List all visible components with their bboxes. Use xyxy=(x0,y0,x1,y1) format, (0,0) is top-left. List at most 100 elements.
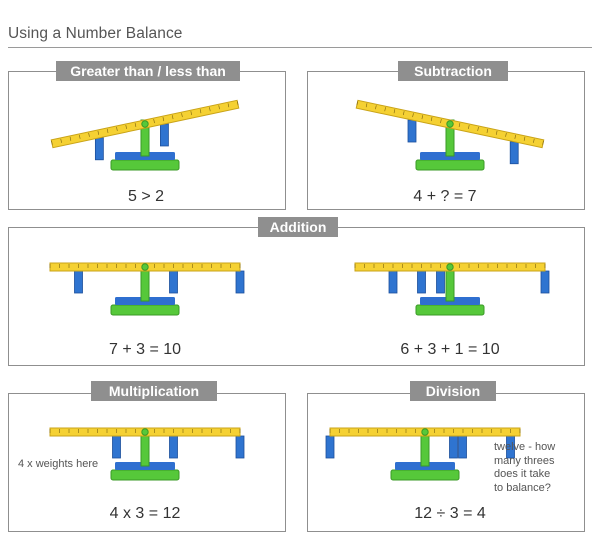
panel-label-division: Division xyxy=(410,381,496,401)
beam-tick xyxy=(69,136,72,141)
number-balance-icon xyxy=(49,427,245,481)
balance-pivot xyxy=(446,263,454,271)
beam-tick xyxy=(365,103,368,108)
weight-block xyxy=(325,435,335,459)
beam-tick xyxy=(79,134,81,139)
beam-tick xyxy=(412,113,414,118)
balance-beam-group xyxy=(50,99,240,161)
beam-tick xyxy=(533,138,535,143)
beam-tick xyxy=(116,126,118,131)
equation-greater-less: 5 > 2 xyxy=(127,188,165,205)
balance-base xyxy=(415,159,485,171)
title-divider xyxy=(8,47,592,48)
balance-base xyxy=(110,159,180,171)
equation-addition-right: 6 + 3 + 1 = 10 xyxy=(400,341,500,358)
number-balance-icon xyxy=(50,99,240,171)
weight-block xyxy=(160,123,169,147)
balance-beam-group xyxy=(49,427,245,459)
balance-pivot xyxy=(141,263,149,271)
beam-tick xyxy=(190,111,192,116)
weight-icon xyxy=(169,270,178,294)
beam-tick xyxy=(514,134,516,139)
panel-addition xyxy=(8,227,585,366)
beam-tick xyxy=(495,130,498,135)
beam-tick xyxy=(162,117,165,122)
weight-block xyxy=(169,435,178,459)
beam-tick xyxy=(97,130,100,135)
division-note: twelve - how many threes does it take to… xyxy=(494,441,555,495)
beam-tick xyxy=(237,101,239,106)
beam-tick xyxy=(523,136,526,141)
weight-block xyxy=(458,435,467,459)
weight-icon xyxy=(74,270,83,294)
weight-icon xyxy=(160,123,169,147)
weight-block xyxy=(235,270,245,294)
weight-icon xyxy=(449,435,458,459)
weight-block xyxy=(509,141,519,165)
weight-icon xyxy=(417,270,426,294)
beam-tick xyxy=(227,103,230,108)
weight-icon xyxy=(235,270,245,294)
balance-base xyxy=(415,304,485,316)
weight-icon xyxy=(509,141,519,165)
beam-tick xyxy=(134,122,137,128)
beam-tick xyxy=(375,105,377,110)
beam-tick xyxy=(199,109,202,114)
beam-tick xyxy=(153,119,155,124)
beam-tick xyxy=(60,138,62,143)
weight-icon xyxy=(235,435,245,459)
balance-base xyxy=(110,469,180,481)
weight-icon xyxy=(325,435,335,459)
balance-pivot xyxy=(446,120,454,128)
beam-tick xyxy=(468,124,470,129)
weight-block xyxy=(235,435,245,459)
number-balance-icon xyxy=(325,427,521,481)
equation-multiplication: 4 x 3 = 12 xyxy=(109,505,181,522)
balance-pivot xyxy=(141,428,149,436)
balance-beam-group xyxy=(49,262,245,294)
weight-block xyxy=(112,435,121,459)
balance-beam-group xyxy=(354,262,550,294)
balance-pivot xyxy=(421,428,429,436)
balance-base xyxy=(390,469,460,481)
beam-tick xyxy=(440,119,442,124)
beam-tick xyxy=(209,107,211,112)
beam-tick xyxy=(505,132,507,137)
panel-label-greater-less: Greater than / less than xyxy=(56,61,240,81)
balance-beam-group xyxy=(355,99,545,165)
weight-block xyxy=(169,270,178,294)
beam-tick xyxy=(542,140,544,145)
weight-block xyxy=(449,435,458,459)
beam-tick xyxy=(88,132,90,137)
division-note-line: twelve - how xyxy=(494,441,556,453)
beam-tick xyxy=(218,105,220,110)
beam-tick xyxy=(403,111,405,116)
weight-block xyxy=(436,270,445,294)
weight-block xyxy=(94,137,104,161)
beam-tick xyxy=(421,115,424,120)
balance-base xyxy=(110,304,180,316)
number-balance-icon xyxy=(49,262,245,316)
beam-tick xyxy=(125,124,127,129)
beam-tick xyxy=(393,109,396,114)
weight-icon xyxy=(94,137,104,161)
weight-block xyxy=(388,270,398,294)
number-balance-icon xyxy=(354,262,550,316)
weight-icon xyxy=(388,270,398,294)
number-balance-icon xyxy=(355,99,545,171)
beam-tick xyxy=(171,115,174,120)
panel-label-addition: Addition xyxy=(258,217,338,237)
beam-tick xyxy=(477,126,479,131)
weight-icon xyxy=(407,119,417,143)
weight-block xyxy=(407,119,417,143)
beam-tick xyxy=(181,113,183,118)
division-note-line: does it take xyxy=(494,468,551,480)
division-note-line: many threes xyxy=(494,454,555,467)
beam-tick xyxy=(106,128,109,133)
balance-beam-group xyxy=(325,427,521,459)
beam-tick xyxy=(430,117,433,122)
weight-block xyxy=(74,270,83,294)
weight-icon xyxy=(112,435,121,459)
weight-block xyxy=(417,270,426,294)
beam-tick xyxy=(458,122,461,128)
